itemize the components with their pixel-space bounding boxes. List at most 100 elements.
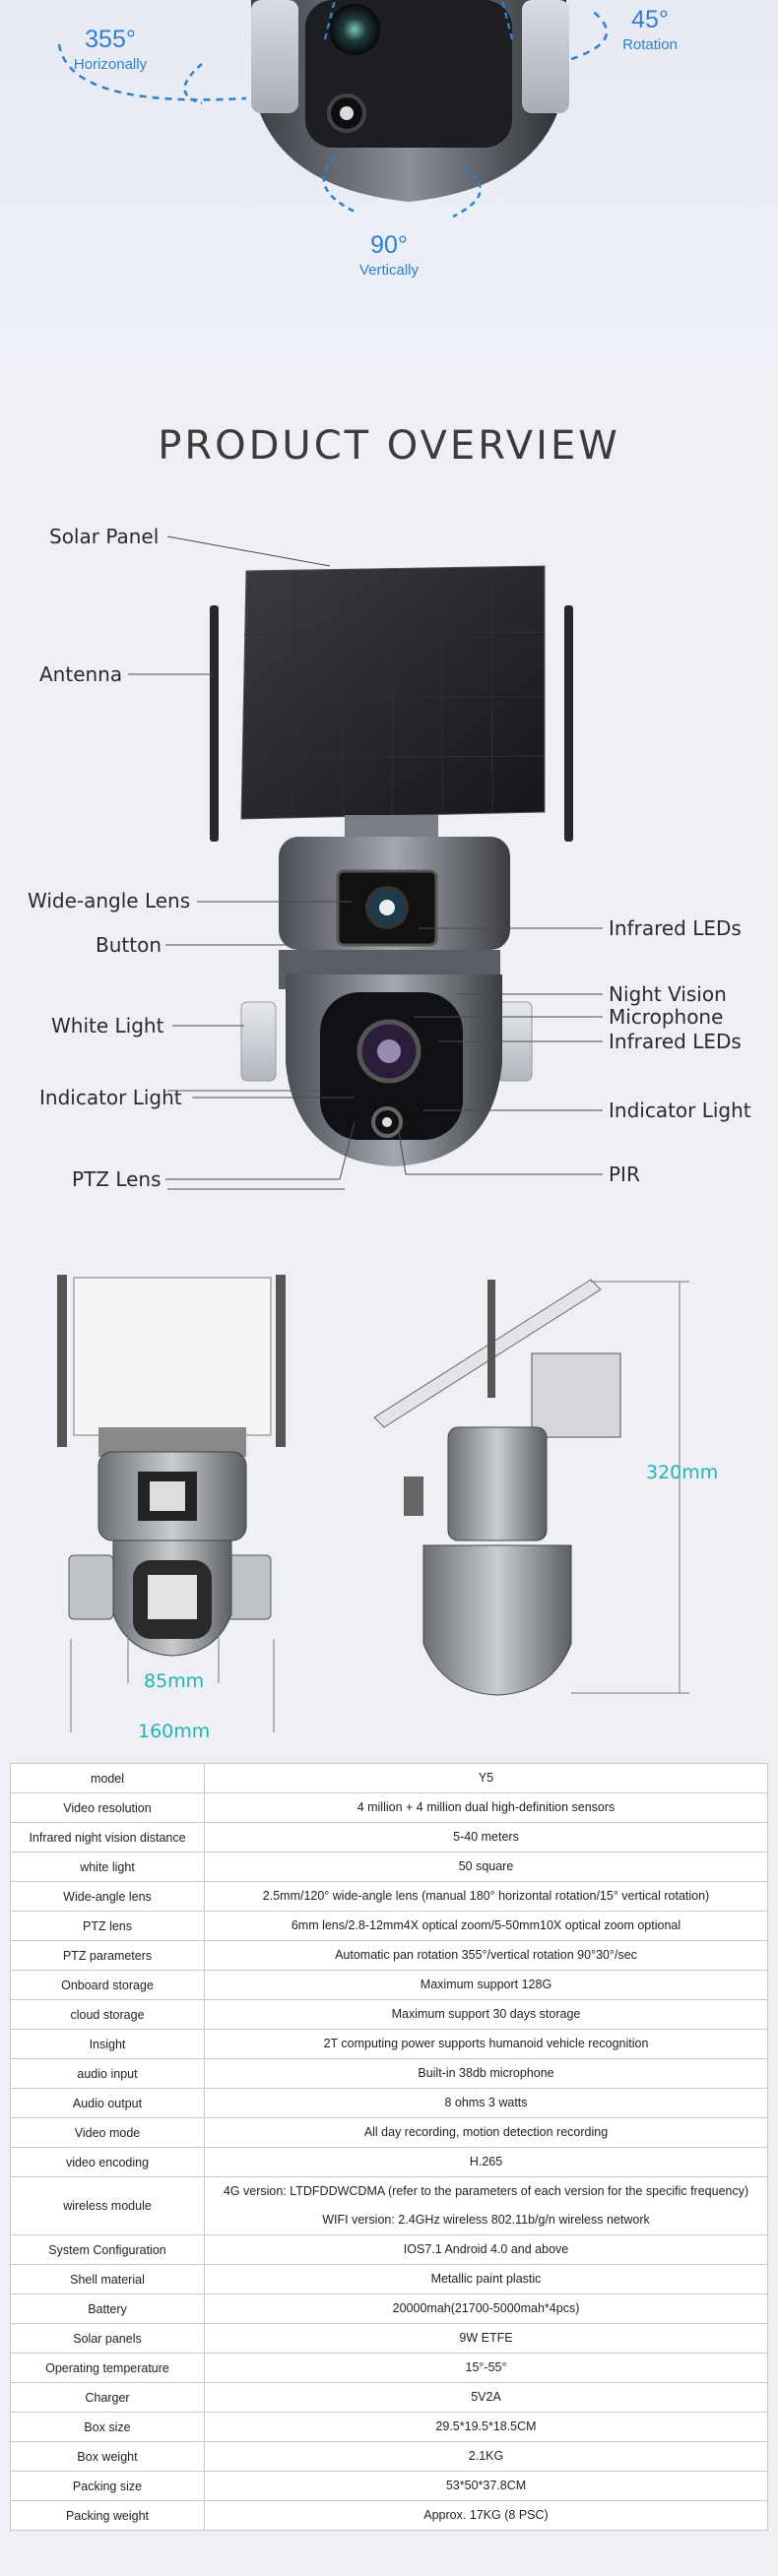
spec-key: PTZ parameters [10,1940,205,1971]
spec-key: model [10,1763,205,1793]
dimension-drawings [57,1275,689,1732]
spec-value-line: 8 ohms 3 watts [444,2096,528,2109]
spec-key: Box size [10,2412,205,2442]
spec-key: Audio output [10,2088,205,2118]
spec-value-line: Maximum support 128G [420,1978,552,1991]
horizontal-rotation-value: 355° [85,26,136,53]
spec-value: Metallic paint plastic [204,2264,768,2294]
spec-value-line: 15°-55° [465,2360,507,2374]
spec-key: Charger [10,2382,205,2413]
spec-key: Insight [10,2029,205,2059]
dimension-lens-width: 85mm [144,1670,205,1692]
vertical-rotation-label: 90° Vertically [340,231,438,279]
spec-key: System Configuration [10,2234,205,2265]
callout-infrared-leds-mid: Infrared LEDs [609,1030,742,1053]
spec-row: Shell material Metallic paint plastic [10,2264,768,2294]
vertical-rotation-caption: Vertically [358,262,420,279]
spec-row: System Configuration IOS7.1 Android 4.0 a… [10,2234,768,2265]
spec-key: audio input [10,2058,205,2089]
left-antenna [210,605,219,842]
spec-value: Built-in 38db microphone [204,2058,768,2089]
spec-value: 2T computing power supports humanoid veh… [204,2029,768,2059]
spec-value-line: 2.5mm/120° wide-angle lens (manual 180° … [262,1889,710,1903]
spec-value-line: IOS7.1 Android 4.0 and above [403,2242,569,2256]
spec-key: white light [10,1852,205,1882]
camera-rotation-illustration [57,0,609,219]
tilt-rotation-label: 45° Rotation [606,6,694,53]
spec-value: H.265 [204,2147,768,2177]
spec-key: Packing size [10,2471,205,2501]
spec-value-line: Metallic paint plastic [430,2272,542,2286]
spec-value: 15°-55° [204,2353,768,2383]
spec-row: cloud storage Maximum support 30 days sto… [10,1999,768,2030]
callout-solar-panel: Solar Panel [49,525,160,548]
spec-value-line: H.265 [469,2155,503,2168]
spec-key: Box weight [10,2441,205,2472]
spec-value: 5V2A [204,2382,768,2413]
spec-value: Automatic pan rotation 355°/vertical rot… [204,1940,768,1971]
spec-key: Battery [10,2293,205,2324]
callout-infrared-leds-top: Infrared LEDs [609,916,742,940]
spec-key: Packing weight [10,2500,205,2531]
dimension-total-width: 160mm [138,1721,211,1742]
spec-row: Audio output 8 ohms 3 watts [10,2088,768,2118]
spec-value: Y5 [204,1763,768,1793]
horizontal-rotation-caption: Horizonally [73,56,148,73]
spec-row: Solar panels 9W ETFE [10,2323,768,2354]
horizontal-rotation-label: 355° Horizonally [61,26,160,73]
front-view-drawing [57,1275,286,1657]
callout-wide-angle-lens: Wide-angle Lens [28,889,191,912]
callout-indicator-light-right: Indicator Light [609,1099,751,1122]
spec-value: 53*50*37.8CM [204,2471,768,2501]
spec-key: Video resolution [10,1792,205,1823]
right-antenna [564,605,573,842]
spec-value: 2.1KG [204,2441,768,2472]
spec-key: Wide-angle lens [10,1881,205,1912]
spec-value: IOS7.1 Android 4.0 and above [204,2234,768,2265]
callout-indicator-light-left: Indicator Light [39,1086,182,1109]
tilt-rotation-value: 45° [631,6,669,33]
spec-value: 50 square [204,1852,768,1882]
spec-value: 5-40 meters [204,1822,768,1853]
spec-value-line: Maximum support 30 days storage [391,2007,581,2021]
spec-value-line: All day recording, motion detection reco… [363,2125,609,2139]
callout-leader-lines [128,535,603,1180]
spec-row: Wide-angle lens 2.5mm/120° wide-angle len… [10,1881,768,1912]
spec-key: cloud storage [10,1999,205,2030]
spec-key: video encoding [10,2147,205,2177]
spec-value-line: 4G version: LTDFDDWCDMA (refer to the pa… [223,2184,749,2198]
spec-value-line: 9W ETFE [459,2331,513,2345]
spec-value: 2.5mm/120° wide-angle lens (manual 180° … [204,1881,768,1912]
spec-row: white light 50 square [10,1852,768,1882]
spec-key: Solar panels [10,2323,205,2354]
dimension-height: 320mm [646,1462,719,1483]
spec-value: 9W ETFE [204,2323,768,2354]
spec-value: 4 million + 4 million dual high-definiti… [204,1792,768,1823]
spec-value: Maximum support 128G [204,1970,768,2000]
callout-button: Button [96,933,162,957]
spec-key: Shell material [10,2264,205,2294]
spec-value: 4G version: LTDFDDWCDMA (refer to the pa… [204,2176,768,2235]
spec-row: video encoding H.265 [10,2147,768,2177]
spec-value-line: 5V2A [471,2390,501,2404]
spec-value-line: 50 square [458,1859,514,1873]
callout-ptz-lens: PTZ Lens [72,1167,162,1191]
spec-value: 29.5*19.5*18.5CM [204,2412,768,2442]
callout-pir: PIR [609,1162,640,1186]
spec-value-line: 6mm lens/2.8-12mm4X optical zoom/5-50mm1… [291,1918,681,1932]
spec-value-line: 2T computing power supports humanoid veh… [323,2037,649,2050]
spec-key: Video mode [10,2117,205,2148]
tilt-rotation-caption: Rotation [622,36,678,53]
spec-value: 8 ohms 3 watts [204,2088,768,2118]
